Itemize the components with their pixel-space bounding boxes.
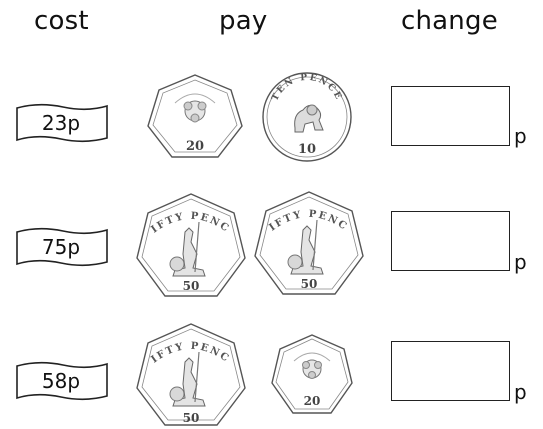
price-label: 75p xyxy=(41,235,81,259)
change-answer-box[interactable] xyxy=(391,341,510,401)
price-tag-outline xyxy=(16,361,108,401)
coin-value: 10 xyxy=(298,142,316,157)
pay-header: pay xyxy=(219,6,268,36)
price-tag-outline xyxy=(16,227,108,267)
price-tag: 75p xyxy=(13,226,111,268)
cost-header: cost xyxy=(34,6,89,36)
coin-value: 50 xyxy=(183,279,200,293)
coin-value: 50 xyxy=(183,411,200,425)
price-tag-outline xyxy=(16,103,108,143)
coin-value: 20 xyxy=(186,139,204,154)
coin-20p: 20 xyxy=(268,333,356,417)
coin-50p: FIFTY PENCE 50 xyxy=(133,322,249,428)
rose-icon xyxy=(293,352,331,379)
lion-icon xyxy=(294,104,324,133)
pence-unit: p xyxy=(514,380,527,404)
price-label: 58p xyxy=(41,369,81,393)
change-answer-box[interactable] xyxy=(391,211,510,271)
pence-unit: p xyxy=(514,124,527,148)
pence-unit: p xyxy=(514,250,527,274)
coin-value: 20 xyxy=(304,394,321,408)
price-tag: 58p xyxy=(13,360,111,402)
change-answer-box[interactable] xyxy=(391,86,510,146)
price-label: 23p xyxy=(41,111,81,135)
coin-10p: TEN PENCE 10 xyxy=(257,70,357,164)
coin-value: 50 xyxy=(301,277,318,291)
britannia-icon xyxy=(169,351,206,407)
coin-20p: 20 xyxy=(143,73,247,161)
coin-50p: FIFTY PENCE 50 xyxy=(133,192,249,300)
coin-50p: FIFTY PENCE 50 xyxy=(251,190,367,298)
change-header: change xyxy=(401,6,498,36)
rose-icon xyxy=(174,93,216,123)
price-tag: 23p xyxy=(13,102,111,144)
britannia-icon xyxy=(169,221,206,277)
britannia-icon xyxy=(287,219,324,275)
